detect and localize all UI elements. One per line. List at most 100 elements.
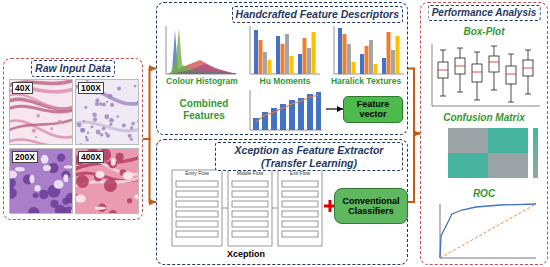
box-plot-chart bbox=[440, 96, 446, 97]
tissue-space bbox=[123, 172, 134, 180]
cell-nucleus bbox=[33, 192, 39, 198]
box-plot-chart bbox=[489, 62, 499, 63]
haralick-textures-chart bbox=[352, 62, 356, 74]
haralick-textures-chart bbox=[338, 28, 342, 74]
haralick-textures-chart bbox=[334, 26, 404, 74]
box-plot-chart bbox=[455, 66, 465, 67]
process-box: Feature vector bbox=[343, 96, 403, 123]
cell-nucleus bbox=[137, 119, 139, 124]
panel-title: Performance Analysis bbox=[428, 5, 541, 21]
hu-moments-chart bbox=[303, 38, 307, 74]
cell-nucleus bbox=[99, 102, 102, 105]
cell-nucleus bbox=[117, 87, 121, 91]
cell-nucleus bbox=[96, 130, 101, 135]
cell-nucleus bbox=[130, 138, 133, 141]
cell-nucleus bbox=[32, 128, 36, 132]
combined-features-chart bbox=[250, 90, 322, 130]
panel-title: Handcrafted Feature Descriptors bbox=[232, 6, 403, 23]
roc-chart bbox=[440, 204, 536, 258]
xception-architecture bbox=[232, 191, 268, 197]
hu-moments-chart bbox=[290, 56, 294, 74]
hu-moments-chart bbox=[307, 48, 311, 74]
colour-histogram-chart bbox=[170, 28, 236, 74]
cell-nucleus bbox=[127, 198, 132, 203]
confusion-matrix-chart bbox=[533, 128, 538, 178]
xception-architecture bbox=[232, 211, 268, 217]
cell-nucleus bbox=[35, 136, 37, 138]
cell-nucleus bbox=[92, 112, 97, 117]
xception-architecture bbox=[282, 231, 318, 237]
box-plot-chart bbox=[474, 100, 480, 101]
input-panel: 40X100X200X400XRaw Input Data bbox=[3, 58, 143, 220]
box-plot-chart bbox=[432, 44, 540, 106]
cell-nucleus bbox=[100, 133, 104, 137]
magnification-label: 400X bbox=[78, 151, 104, 163]
cell-nucleus bbox=[108, 94, 113, 99]
xception-architecture bbox=[232, 231, 268, 237]
analysis-panel: Performance Analysis bbox=[420, 2, 548, 265]
hu-moments-chart bbox=[298, 54, 302, 74]
flow-connector bbox=[408, 134, 420, 203]
haralick-textures-chart bbox=[382, 58, 386, 74]
roc-chart bbox=[440, 204, 536, 258]
xception-architecture bbox=[228, 170, 272, 246]
cell-nucleus bbox=[76, 175, 89, 188]
cell-nucleus bbox=[102, 103, 106, 107]
cell-nucleus bbox=[50, 127, 53, 130]
box-plot-chart bbox=[438, 62, 448, 78]
xception-architecture bbox=[176, 221, 218, 227]
tissue-fiber bbox=[10, 139, 73, 145]
xception-architecture bbox=[172, 170, 222, 246]
chart-label: Colour Histogram bbox=[159, 77, 245, 87]
flow-connector bbox=[143, 69, 156, 140]
xception-architecture bbox=[282, 191, 318, 197]
cell-nucleus bbox=[130, 126, 133, 129]
xception-architecture bbox=[176, 231, 218, 237]
combined-features-chart bbox=[316, 92, 321, 130]
box-plot-chart bbox=[525, 94, 531, 95]
cell-nucleus bbox=[63, 81, 65, 83]
cell-nucleus bbox=[39, 190, 49, 200]
xception-architecture bbox=[272, 208, 278, 209]
panel-title: Raw Input Data bbox=[31, 60, 115, 77]
cell-nucleus bbox=[131, 122, 135, 126]
tissue-space bbox=[71, 208, 73, 214]
hu-moments-chart bbox=[259, 40, 263, 74]
cell-nucleus bbox=[62, 198, 69, 205]
xception-architecture bbox=[222, 208, 228, 209]
haralick-textures-chart bbox=[360, 54, 364, 74]
haralick-textures-chart bbox=[387, 32, 391, 74]
hu-moments-chart bbox=[268, 60, 272, 74]
tissue-space bbox=[134, 194, 139, 199]
xception-architecture bbox=[172, 170, 322, 246]
combined-features-chart bbox=[298, 98, 304, 130]
tissue-space bbox=[41, 155, 49, 164]
image-tile: 200X bbox=[9, 148, 73, 214]
cell-nucleus bbox=[57, 153, 65, 161]
xception-architecture bbox=[278, 170, 322, 246]
hu-moments-chart bbox=[263, 52, 267, 74]
box-plot-chart bbox=[438, 70, 448, 71]
box-plot-chart bbox=[457, 92, 463, 93]
cell-nucleus bbox=[102, 127, 106, 131]
cell-nucleus bbox=[10, 188, 17, 199]
xception-architecture bbox=[176, 211, 218, 217]
haralick-textures-chart bbox=[334, 26, 404, 74]
haralick-textures-chart bbox=[365, 46, 369, 74]
box-plot-chart bbox=[472, 64, 482, 82]
cell-nucleus bbox=[83, 120, 85, 122]
cell-nucleus bbox=[128, 134, 132, 138]
cell-nucleus bbox=[58, 120, 63, 125]
cell-nucleus bbox=[10, 177, 16, 188]
hu-moments-chart bbox=[285, 34, 289, 74]
hu-moments-chart bbox=[254, 30, 258, 74]
cell-nucleus bbox=[137, 101, 139, 104]
confusion-matrix-chart bbox=[448, 128, 488, 153]
cell-nucleus bbox=[91, 125, 94, 128]
tissue-space bbox=[34, 185, 40, 192]
haralick-textures-chart bbox=[374, 64, 378, 74]
tissue-space bbox=[76, 195, 86, 203]
tissue-space bbox=[10, 170, 17, 178]
tissue-space bbox=[43, 165, 51, 171]
xception-architecture bbox=[282, 201, 318, 207]
